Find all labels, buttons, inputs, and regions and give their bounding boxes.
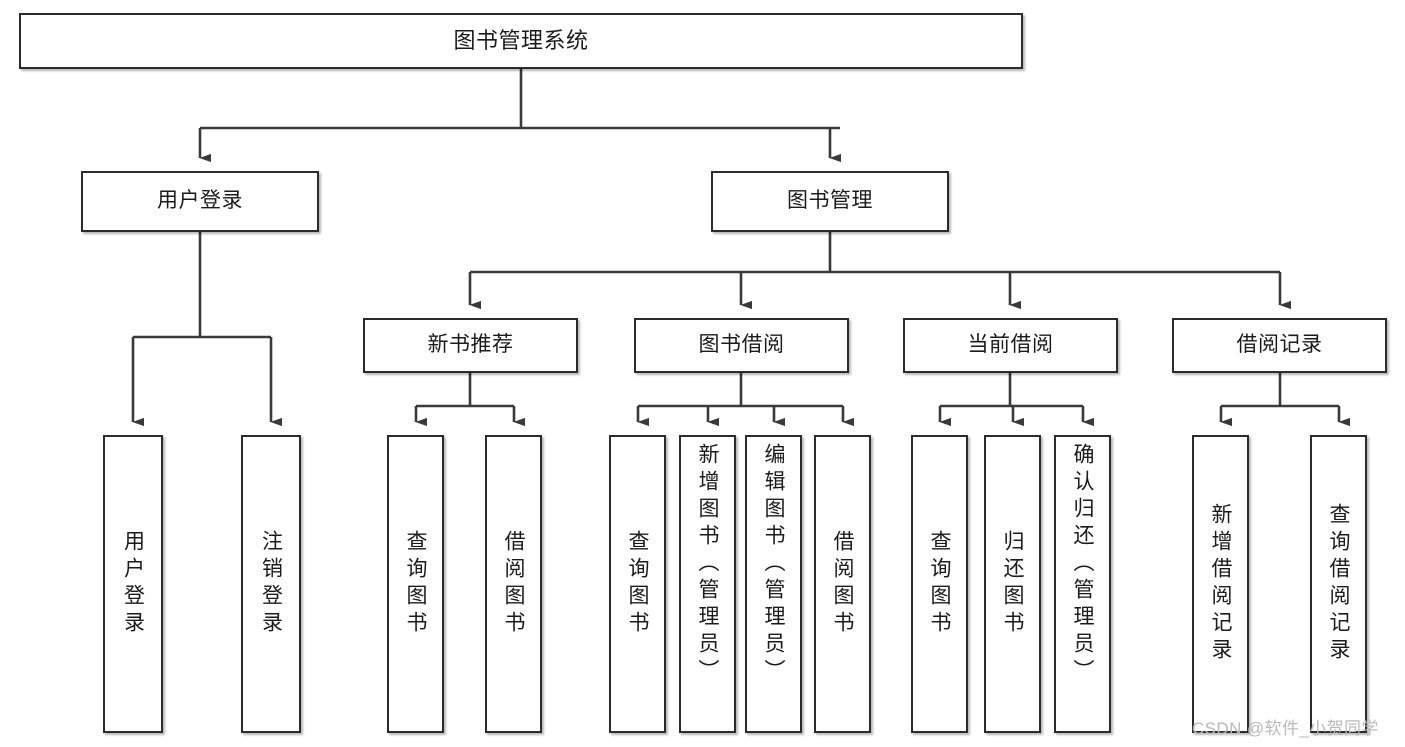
node-current-borrow-label: 当前借阅	[967, 333, 1054, 357]
node-user-login-label: 用户登录	[157, 189, 243, 213]
leaf-current-confirm-return-admin[interactable]: 确认归还（管理员）	[1054, 435, 1111, 733]
leaf-recommend-query-book[interactable]: 查询图书	[387, 435, 444, 733]
leaf-user-login[interactable]: 用户登录	[103, 435, 163, 733]
leaf-record-query-record-label: 查询借阅记录	[1327, 503, 1350, 665]
leaf-borrow-edit-book-admin-label: 编辑图书（管理员）	[762, 443, 785, 686]
leaf-user-logout[interactable]: 注销登录	[241, 435, 301, 733]
node-book-manage-label: 图书管理	[787, 189, 873, 213]
leaf-record-add-record-label: 新增借阅记录	[1209, 503, 1232, 665]
leaf-borrow-query-book-label: 查询图书	[626, 530, 649, 638]
node-borrow-record[interactable]: 借阅记录	[1172, 318, 1387, 373]
leaf-recommend-borrow-book-label: 借阅图书	[502, 530, 525, 638]
leaf-record-query-record[interactable]: 查询借阅记录	[1310, 435, 1367, 733]
node-user-login[interactable]: 用户登录	[81, 171, 319, 232]
leaf-recommend-query-book-label: 查询图书	[404, 530, 427, 638]
leaf-current-return-book[interactable]: 归还图书	[984, 435, 1041, 733]
leaf-record-add-record[interactable]: 新增借阅记录	[1192, 435, 1249, 733]
node-new-book-recommend[interactable]: 新书推荐	[363, 318, 578, 373]
node-new-book-recommend-label: 新书推荐	[427, 333, 514, 357]
leaf-borrow-add-book-admin-label: 新增图书（管理员）	[696, 443, 719, 686]
node-root-label: 图书管理系统	[453, 28, 589, 54]
leaf-current-query-book-label: 查询图书	[928, 530, 951, 638]
leaf-borrow-query-book[interactable]: 查询图书	[609, 435, 666, 733]
leaf-borrow-lend-book[interactable]: 借阅图书	[814, 435, 871, 733]
leaf-recommend-borrow-book[interactable]: 借阅图书	[485, 435, 542, 733]
node-book-manage[interactable]: 图书管理	[711, 171, 949, 232]
leaf-current-confirm-return-admin-label: 确认归还（管理员）	[1071, 443, 1094, 686]
leaf-current-query-book[interactable]: 查询图书	[911, 435, 968, 733]
leaf-borrow-lend-book-label: 借阅图书	[831, 530, 854, 638]
node-book-borrow-label: 图书借阅	[698, 333, 785, 357]
csdn-watermark: CSDN @软件_小贺同学	[1192, 719, 1379, 738]
leaf-borrow-add-book-admin[interactable]: 新增图书（管理员）	[679, 435, 736, 733]
node-borrow-record-label: 借阅记录	[1236, 333, 1323, 357]
node-book-borrow[interactable]: 图书借阅	[634, 318, 849, 373]
node-current-borrow[interactable]: 当前借阅	[903, 318, 1118, 373]
node-root[interactable]: 图书管理系统	[19, 13, 1023, 69]
leaf-current-return-book-label: 归还图书	[1001, 530, 1024, 638]
leaf-borrow-edit-book-admin[interactable]: 编辑图书（管理员）	[745, 435, 802, 733]
leaf-user-login-label: 用户登录	[121, 530, 145, 638]
leaf-user-logout-label: 注销登录	[259, 530, 283, 638]
